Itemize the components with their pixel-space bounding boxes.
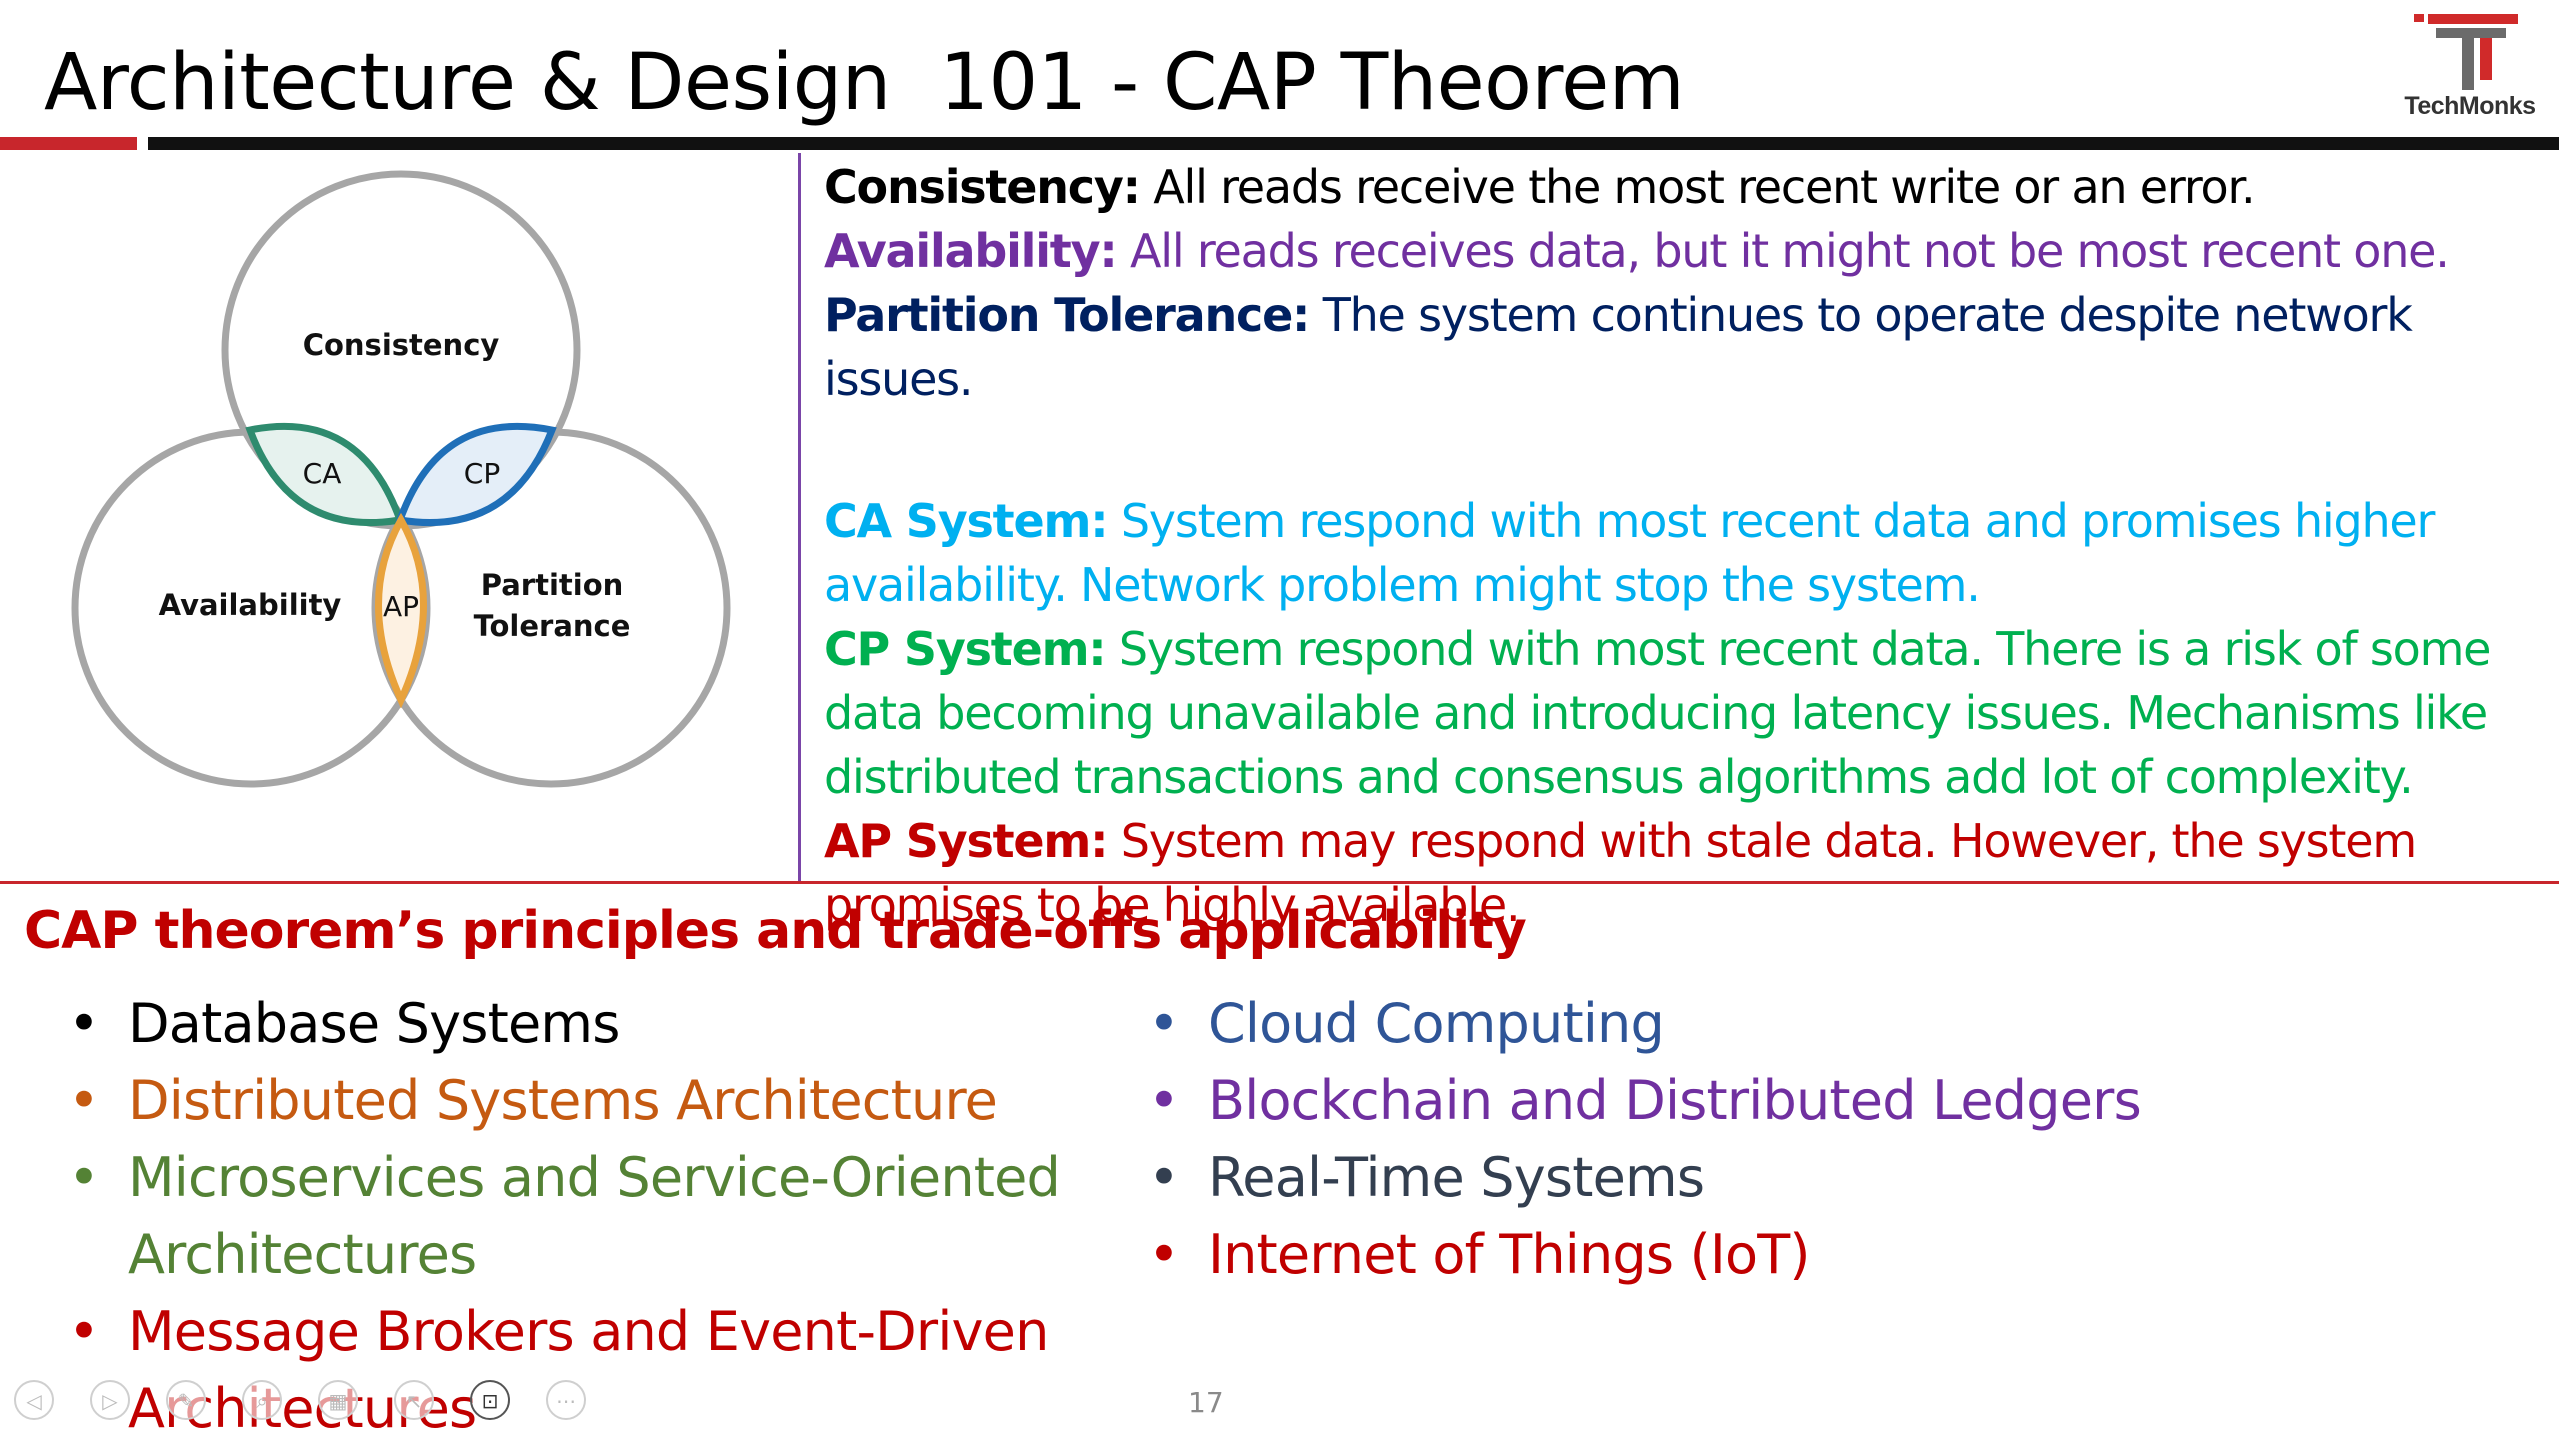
presentation-controls: ◁ ▷ ✎ ⌕ ▦ ↖ ⊡ ⋯ [14,1380,594,1422]
camera-icon: ⊡ [481,1389,499,1413]
definition-term: Consistency: [824,160,1141,214]
bullet-icon: • [68,1300,100,1363]
pen-icon: ✎ [177,1389,195,1413]
venn-label-consistency: Consistency [303,328,500,362]
venn-label-ca: CA [303,457,342,490]
list-item-text: Database Systems [128,992,620,1055]
definition-text: All reads receives data, but it might no… [1116,224,2450,278]
bullet-icon: • [1148,1069,1180,1132]
list-item: • Microservices and Service-Oriented Arc… [68,1139,1078,1293]
ca-system-line-2: availability. Network problem might stop… [824,558,1981,612]
cp-system-term: CP System: [824,622,1107,676]
ca-system-line-1: CA System: System respond with most rece… [824,489,2544,553]
definitions-panel: Consistency: All reads receive the most … [824,155,2544,937]
list-item-text: Cloud Computing [1208,992,1665,1055]
ap-system-term: AP System: [824,814,1109,868]
definition-term: Partition Tolerance: [824,288,1310,342]
title-underline [148,137,2559,150]
list-item: • Message Brokers and Event-Driven Archi… [68,1293,1078,1447]
list-item: • Real-Time Systems [1148,1139,2248,1216]
cp-system-text: System respond with most recent data. Th… [1105,622,2492,676]
definition-consistency: Consistency: All reads receive the most … [824,155,2544,219]
section-divider [0,881,2559,884]
bullet-icon: • [68,1146,100,1209]
cp-system-line-3: distributed transactions and consensus a… [824,750,2414,804]
previous-slide-button[interactable]: ◁ [14,1380,54,1420]
cp-system-line-2: data becoming unavailable and introducin… [824,686,2488,740]
more-options-button[interactable]: ⋯ [546,1380,586,1420]
definition-partition-tolerance: Partition Tolerance: The system continue… [824,283,2544,411]
list-item: • Blockchain and Distributed Ledgers [1148,1062,2248,1139]
venn-label-ap: AP [383,590,419,623]
pointer-icon: ↖ [405,1389,423,1413]
bullet-icon: • [68,1069,100,1132]
list-item-text: Blockchain and Distributed Ledgers [1208,1069,2142,1132]
next-slide-button[interactable]: ▷ [90,1380,130,1420]
ap-system-line-2: promises to be highly available. [824,878,1521,932]
list-item-text: Message Brokers and Event-Driven [128,1300,1049,1363]
ca-system-text: System respond with most recent data and… [1107,494,2436,548]
next-icon: ▷ [102,1389,118,1413]
see-all-slides-button[interactable]: ▦ [318,1380,358,1420]
pen-tool-button[interactable]: ✎ [166,1380,206,1420]
list-item: • Distributed Systems Architecture [68,1062,1078,1139]
grid-icon: ▦ [328,1389,348,1413]
definition-text: The system continues to operate despite … [824,288,2413,406]
list-item: • Internet of Things (IoT) [1148,1216,2248,1293]
zoom-icon: ⌕ [256,1389,268,1413]
logo-text: TechMonks [2404,92,2536,120]
list-item-text: Microservices and Service-Oriented [128,1146,1061,1209]
logo-mark-icon [2414,14,2518,90]
slide-title: Architecture & Design 101 - CAP Theorem [44,38,1685,128]
cp-system-line-1: CP System: System respond with most rece… [824,617,2544,681]
definition-term: Availability: [824,224,1118,278]
venn-label-cp: CP [464,457,500,490]
column-divider [798,153,801,881]
applicability-heading: CAP theorem’s principles and trade-offs … [24,901,1527,961]
zoom-button[interactable]: ⌕ [242,1380,282,1420]
ap-system-text: System may respond with stale data. Howe… [1107,814,2417,868]
cap-venn-diagram: Consistency Availability Partition Toler… [71,170,731,788]
title-underline-accent [0,137,137,150]
definition-availability: Availability: All reads receives data, b… [824,219,2544,283]
techmonks-logo [2414,14,2518,90]
ca-system-term: CA System: [824,494,1109,548]
bullet-icon: • [1148,1223,1180,1286]
definition-text: All reads receive the most recent write … [1139,160,2255,214]
venn-label-availability: Availability [159,588,342,622]
list-item: • Cloud Computing [1148,985,2248,1062]
bullet-icon: • [1148,1146,1180,1209]
list-item-text: Internet of Things (IoT) [1208,1223,1811,1286]
bullet-icon: • [68,992,100,1055]
pointer-button[interactable]: ↖ [394,1380,434,1420]
list-item: • Database Systems [68,985,1078,1062]
list-item-text-continued: Architectures [128,1223,477,1286]
list-item-text: Distributed Systems Architecture [128,1069,998,1132]
slide-number: 17 [1188,1386,1224,1419]
list-item-text: Real-Time Systems [1208,1146,1705,1209]
camera-toggle-button[interactable]: ⊡ [470,1380,510,1420]
venn-label-partition: Partition [481,568,624,602]
more-icon: ⋯ [556,1389,576,1413]
bullet-icon: • [1148,992,1180,1055]
previous-icon: ◁ [26,1389,42,1413]
ap-region [375,512,427,709]
applicability-list-right: • Cloud Computing • Blockchain and Distr… [1148,985,2248,1293]
ap-system-line-1: AP System: System may respond with stale… [824,809,2544,873]
applicability-list-left: • Database Systems • Distributed Systems… [68,985,1078,1447]
venn-label-tolerance: Tolerance [474,609,631,643]
